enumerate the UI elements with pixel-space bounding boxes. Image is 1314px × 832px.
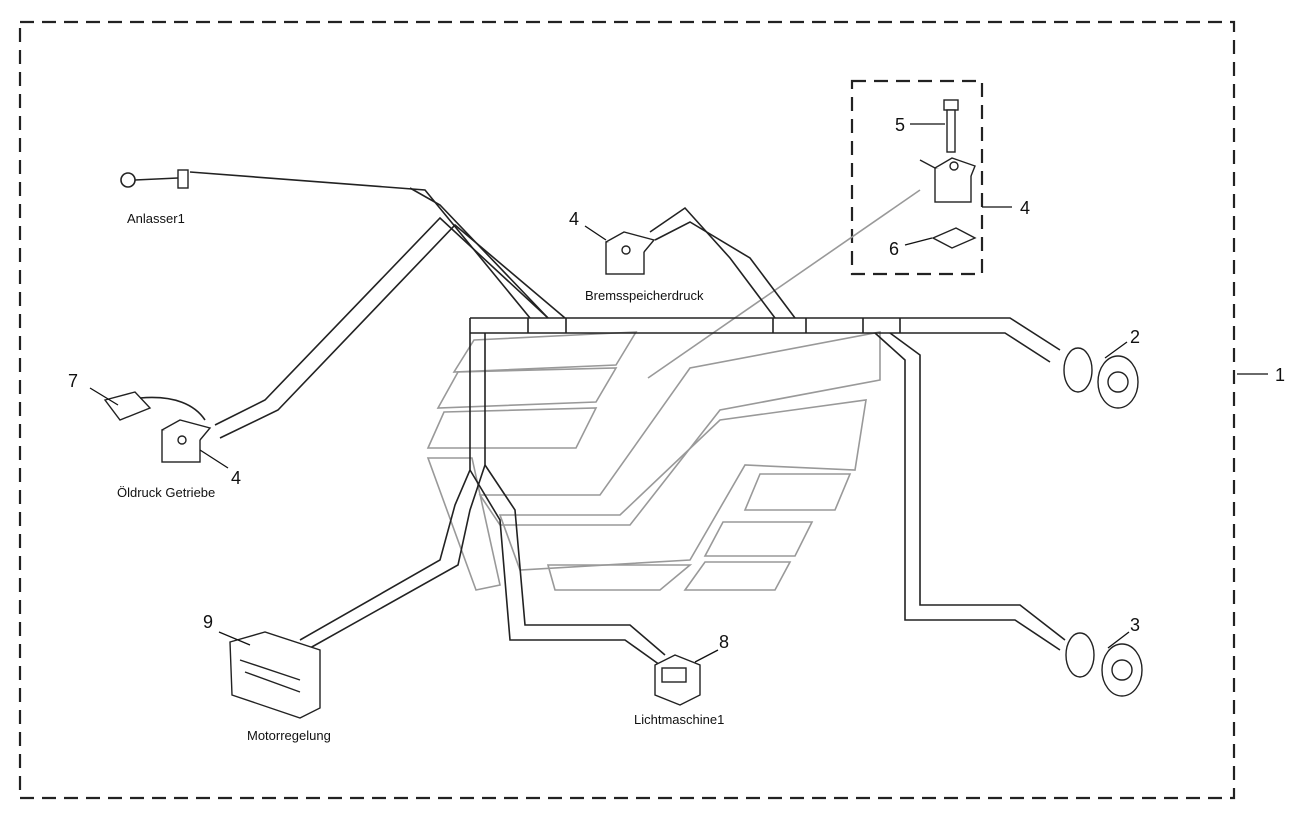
label-oeldruck-getriebe: Öldruck Getriebe [117, 485, 215, 500]
detail-connector [919, 157, 976, 203]
detail-gasket [931, 227, 977, 249]
watermark-logo [426, 189, 921, 591]
callout-6: 6 [889, 239, 899, 259]
anlasser-ring-terminal [120, 169, 189, 189]
assembly-frame [18, 20, 1236, 800]
label-lichtmaschine: Lichtmaschine1 [634, 712, 724, 727]
round-connector-2 [1063, 347, 1139, 409]
harness-trunk [189, 171, 1066, 666]
callout-4-detail: 4 [1020, 198, 1030, 218]
label-bremsspeicherdruck: Bremsspeicherdruck [585, 288, 704, 303]
detail-frame [850, 79, 984, 276]
callout-4-bremsspeicherdruck: 4 [569, 209, 579, 229]
round-connector-3 [1065, 632, 1143, 697]
callout-4-oeldruck: 4 [231, 468, 241, 488]
callout-7: 7 [68, 371, 78, 391]
motorregelung-connector [229, 631, 321, 719]
lichtmaschine-connector [654, 654, 701, 706]
bremsspeicherdruck-connector [605, 231, 656, 275]
oeldruck-sensor [103, 391, 206, 421]
callout-1: 1 [1275, 365, 1285, 385]
callout-2: 2 [1130, 327, 1140, 347]
callout-3: 3 [1130, 615, 1140, 635]
label-motorregelung: Motorregelung [247, 728, 331, 743]
leader-lines [89, 123, 1268, 663]
label-anlasser: Anlasser1 [127, 211, 185, 226]
oeldruck-connector [161, 419, 212, 463]
detail-bolt [943, 99, 959, 153]
callout-8: 8 [719, 632, 729, 652]
callout-9: 9 [203, 612, 213, 632]
callout-5: 5 [895, 115, 905, 135]
